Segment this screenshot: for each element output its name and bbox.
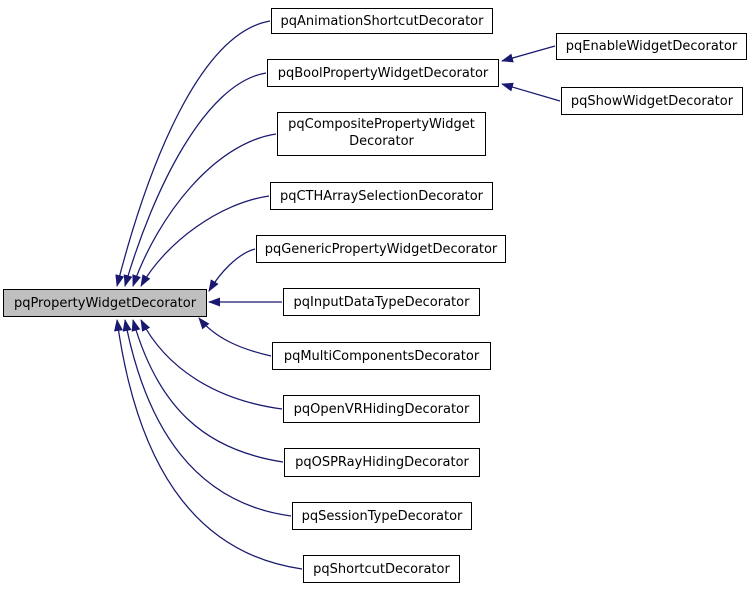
edge-pqCTHArraySelectionDecorator — [140, 195, 270, 287]
class-name: pqMultiComponentsDecorator — [283, 348, 480, 364]
edge-pqSessionTypeDecorator — [122, 319, 292, 517]
class-node-pqGenericPropertyWidgetDecorator[interactable]: pqGenericPropertyWidgetDecorator — [256, 235, 506, 263]
class-node-pqOpenVRHidingDecorator[interactable]: pqOpenVRHidingDecorator — [283, 395, 480, 423]
edge-pqMultiComponentsDecorator — [198, 317, 272, 357]
class-node-pqPropertyWidgetDecorator: pqPropertyWidgetDecorator — [3, 289, 207, 317]
edge-pqBoolPropertyWidgetDecorator — [123, 72, 267, 287]
class-node-pqOSPRayHidingDecorator[interactable]: pqOSPRayHidingDecorator — [284, 448, 480, 477]
class-name: pqOSPRayHidingDecorator — [295, 455, 469, 470]
class-node-pqSessionTypeDecorator[interactable]: pqSessionTypeDecorator — [292, 502, 472, 530]
edge-pqOpenVRHidingDecorator — [140, 319, 283, 410]
class-name: pqSessionTypeDecorator — [301, 508, 463, 524]
edge-pqAnimationShortcutDecorator — [115, 20, 271, 287]
edge-pqShowWidgetDecorator — [501, 82, 561, 102]
class-name: pqBoolPropertyWidgetDecorator — [277, 65, 489, 81]
class-name: pqShortcutDecorator — [313, 561, 450, 577]
edge-pqOSPRayHidingDecorator — [131, 319, 284, 463]
class-name: pqGenericPropertyWidgetDecorator — [264, 241, 498, 257]
class-node-pqCompositePropertyWidgetDecorator[interactable]: pqCompositePropertyWidget Decorator — [277, 112, 486, 156]
edge-pqShortcutDecorator — [114, 319, 303, 570]
class-node-pqAnimationShortcutDecorator[interactable]: pqAnimationShortcutDecorator — [271, 8, 493, 34]
edge-pqGenericPropertyWidgetDecorator — [208, 248, 256, 292]
class-name-line1: pqCompositePropertyWidget — [288, 117, 475, 133]
class-node-pqEnableWidgetDecorator[interactable]: pqEnableWidgetDecorator — [556, 33, 747, 60]
class-node-pqShortcutDecorator[interactable]: pqShortcutDecorator — [303, 555, 460, 583]
class-node-pqShowWidgetDecorator[interactable]: pqShowWidgetDecorator — [561, 87, 743, 115]
edge-pqCompositePropertyWidgetDecorator — [132, 133, 277, 287]
class-node-pqCTHArraySelectionDecorator[interactable]: pqCTHArraySelectionDecorator — [270, 182, 493, 210]
class-name: pqOpenVRHidingDecorator — [293, 401, 470, 417]
class-name: pqShowWidgetDecorator — [570, 93, 734, 109]
class-name-line2: Decorator — [349, 134, 414, 149]
class-name: pqCTHArraySelectionDecorator — [279, 188, 484, 204]
edge-pqEnableWidgetDecorator — [501, 45, 556, 63]
class-name: pqEnableWidgetDecorator — [565, 39, 738, 54]
class-node-pqBoolPropertyWidgetDecorator[interactable]: pqBoolPropertyWidgetDecorator — [267, 59, 499, 87]
class-node-pqInputDataTypeDecorator[interactable]: pqInputDataTypeDecorator — [283, 288, 480, 316]
class-node-pqMultiComponentsDecorator[interactable]: pqMultiComponentsDecorator — [272, 342, 491, 370]
class-name: pqInputDataTypeDecorator — [293, 294, 470, 310]
class-name: pqAnimationShortcutDecorator — [280, 13, 484, 29]
class-name: pqPropertyWidgetDecorator — [13, 295, 197, 311]
